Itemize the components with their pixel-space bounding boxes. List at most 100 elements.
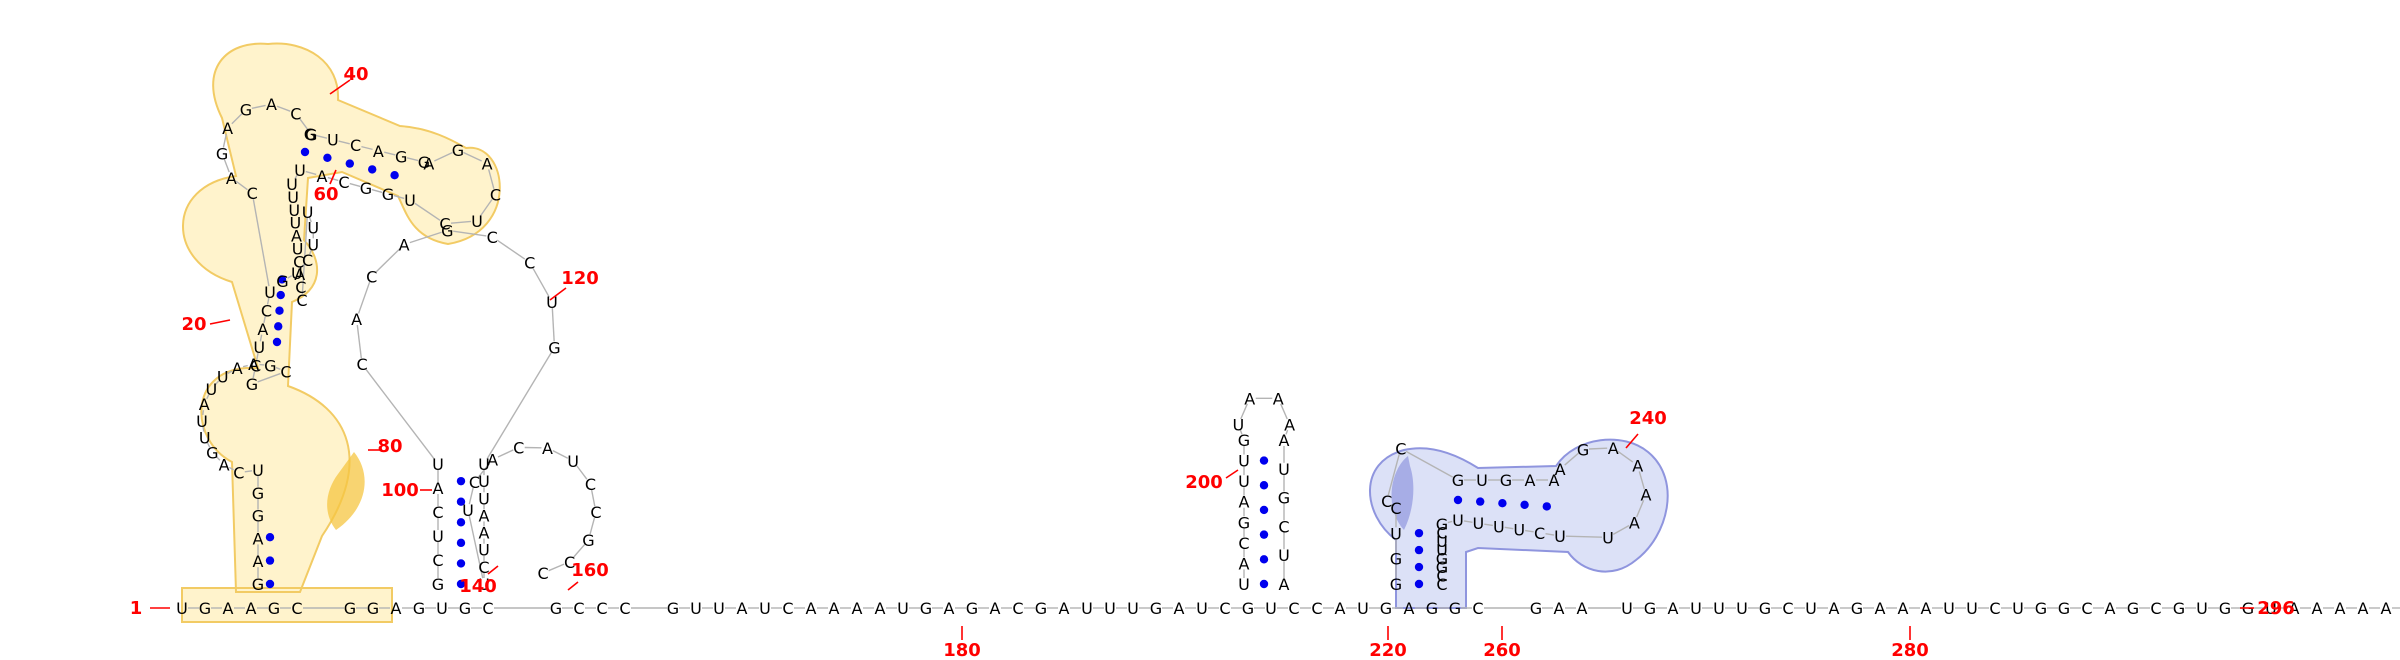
nucleotide-u: U — [1966, 599, 1978, 618]
nucleotide-u: U — [546, 293, 558, 312]
nucleotide-u: U — [1278, 546, 1290, 565]
backbone-link — [235, 180, 248, 191]
nucleotide-u: U — [1238, 472, 1250, 491]
nucleotide-u: U — [1805, 599, 1817, 618]
backbone-link — [450, 220, 472, 224]
nucleotide-u: U — [292, 239, 304, 258]
nucleotide-g: G — [1530, 599, 1542, 618]
nucleotide-c: C — [564, 553, 575, 572]
nucleotide-g: G — [360, 179, 372, 198]
nucleotide-u: U — [432, 455, 444, 474]
backbone-link — [1405, 450, 1454, 478]
nucleotide-a: A — [829, 599, 840, 618]
backbone-link — [1638, 471, 1645, 490]
nucleotide-u: U — [2196, 599, 2208, 618]
nucleotide-u: U — [713, 599, 725, 618]
backbone-link — [338, 140, 350, 145]
position-tick — [209, 319, 231, 325]
nucleotide-c: C — [596, 599, 607, 618]
nucleotide-c: C — [1395, 439, 1406, 458]
nucleotide-a: A — [1284, 416, 1295, 435]
nucleotide-c: C — [290, 104, 301, 123]
base-pair-dot — [456, 559, 466, 568]
position-tick — [567, 581, 579, 591]
nucleotide-c: C — [1311, 599, 1322, 618]
backbone-link — [294, 174, 298, 180]
nucleotide-u: U — [462, 501, 474, 520]
nucleotide-a: A — [222, 119, 233, 138]
nucleotide-c: C — [513, 438, 524, 457]
nucleotide-c: C — [350, 136, 361, 155]
nucleotide-g: G — [252, 575, 264, 594]
nucleotide-g: G — [304, 125, 316, 144]
base-pair-dot — [1520, 500, 1529, 509]
nucleotide-g: G — [2219, 599, 2231, 618]
domain-2-highlight — [1369, 438, 1669, 609]
nucleotide-a: A — [2289, 599, 2300, 618]
nucleotide-c: C — [366, 267, 377, 286]
nucleotide-a: A — [253, 552, 264, 571]
position-label: 200 — [1185, 472, 1223, 493]
backbone-link — [1636, 499, 1645, 518]
nucleotide-a: A — [875, 599, 886, 618]
nucleotide-u: U — [327, 131, 339, 150]
backbone-link — [252, 199, 270, 287]
nucleotide-g: G — [667, 599, 679, 618]
nucleotide-c: C — [247, 184, 258, 203]
backbone-link — [308, 249, 312, 255]
nucleotide-g: G — [367, 599, 379, 618]
nucleotide-u: U — [206, 380, 218, 399]
nucleotide-a: A — [990, 599, 1001, 618]
nucleotide-c: C — [1534, 524, 1545, 543]
nucleotide-u: U — [1736, 599, 1748, 618]
backbone-link — [1504, 526, 1514, 530]
nucleotide-c: C — [2081, 599, 2092, 618]
nucleotide-c: C — [469, 473, 480, 492]
nucleotide-a: A — [737, 599, 748, 618]
nucleotide-u: U — [478, 541, 490, 560]
nucleotide-g: G — [1380, 599, 1392, 618]
base-pair-dot — [456, 538, 466, 548]
backbone-link — [552, 450, 569, 459]
backbone-link — [244, 470, 253, 473]
base-pair-dot — [1414, 562, 1424, 572]
nucleotide-u: U — [897, 599, 909, 618]
base-pair-dot — [1542, 502, 1552, 511]
backbone-link — [1617, 450, 1634, 463]
nucleotide-u: U — [1943, 599, 1955, 618]
nucleotide-u: U — [1436, 532, 1448, 551]
backbone-link — [308, 217, 312, 223]
nucleotide-g: G — [2035, 599, 2047, 618]
nucleotide-g: G — [246, 375, 258, 394]
position-tick — [1625, 433, 1639, 449]
nucleotide-u: U — [1476, 471, 1488, 490]
backbone-link — [1564, 452, 1579, 466]
nucleotide-a: A — [1577, 599, 1588, 618]
nucleotide-a: A — [232, 359, 243, 378]
backbone-link — [263, 316, 266, 324]
base-pair-dot — [323, 153, 332, 162]
nucleotide-u: U — [1452, 511, 1464, 530]
nucleotide-a: A — [1608, 439, 1619, 458]
nucleotide-u: U — [1436, 541, 1448, 560]
base-pair-dot — [1476, 497, 1485, 506]
nucleotide-c: C — [585, 475, 596, 494]
base-pair-dot — [1259, 481, 1269, 490]
backbone-link — [223, 158, 230, 173]
backbone-link — [298, 117, 309, 130]
nucleotide-a: A — [399, 236, 410, 255]
position-tick — [329, 79, 351, 95]
backbone-link — [231, 113, 243, 125]
nucleotide-c: C — [487, 228, 498, 247]
position-label: 80 — [377, 436, 402, 457]
base-pair-dot — [275, 306, 284, 315]
nucleotide-c: C — [478, 558, 489, 577]
nucleotide-a: A — [1875, 599, 1886, 618]
position-tick — [329, 169, 337, 185]
nucleotide-a: A — [1829, 599, 1840, 618]
nucleotide-g: G — [2173, 599, 2185, 618]
backbone-link — [229, 466, 234, 471]
nucleotide-a: A — [223, 599, 234, 618]
nucleotide-u: U — [1621, 599, 1633, 618]
nucleotide-u: U — [1265, 599, 1277, 618]
